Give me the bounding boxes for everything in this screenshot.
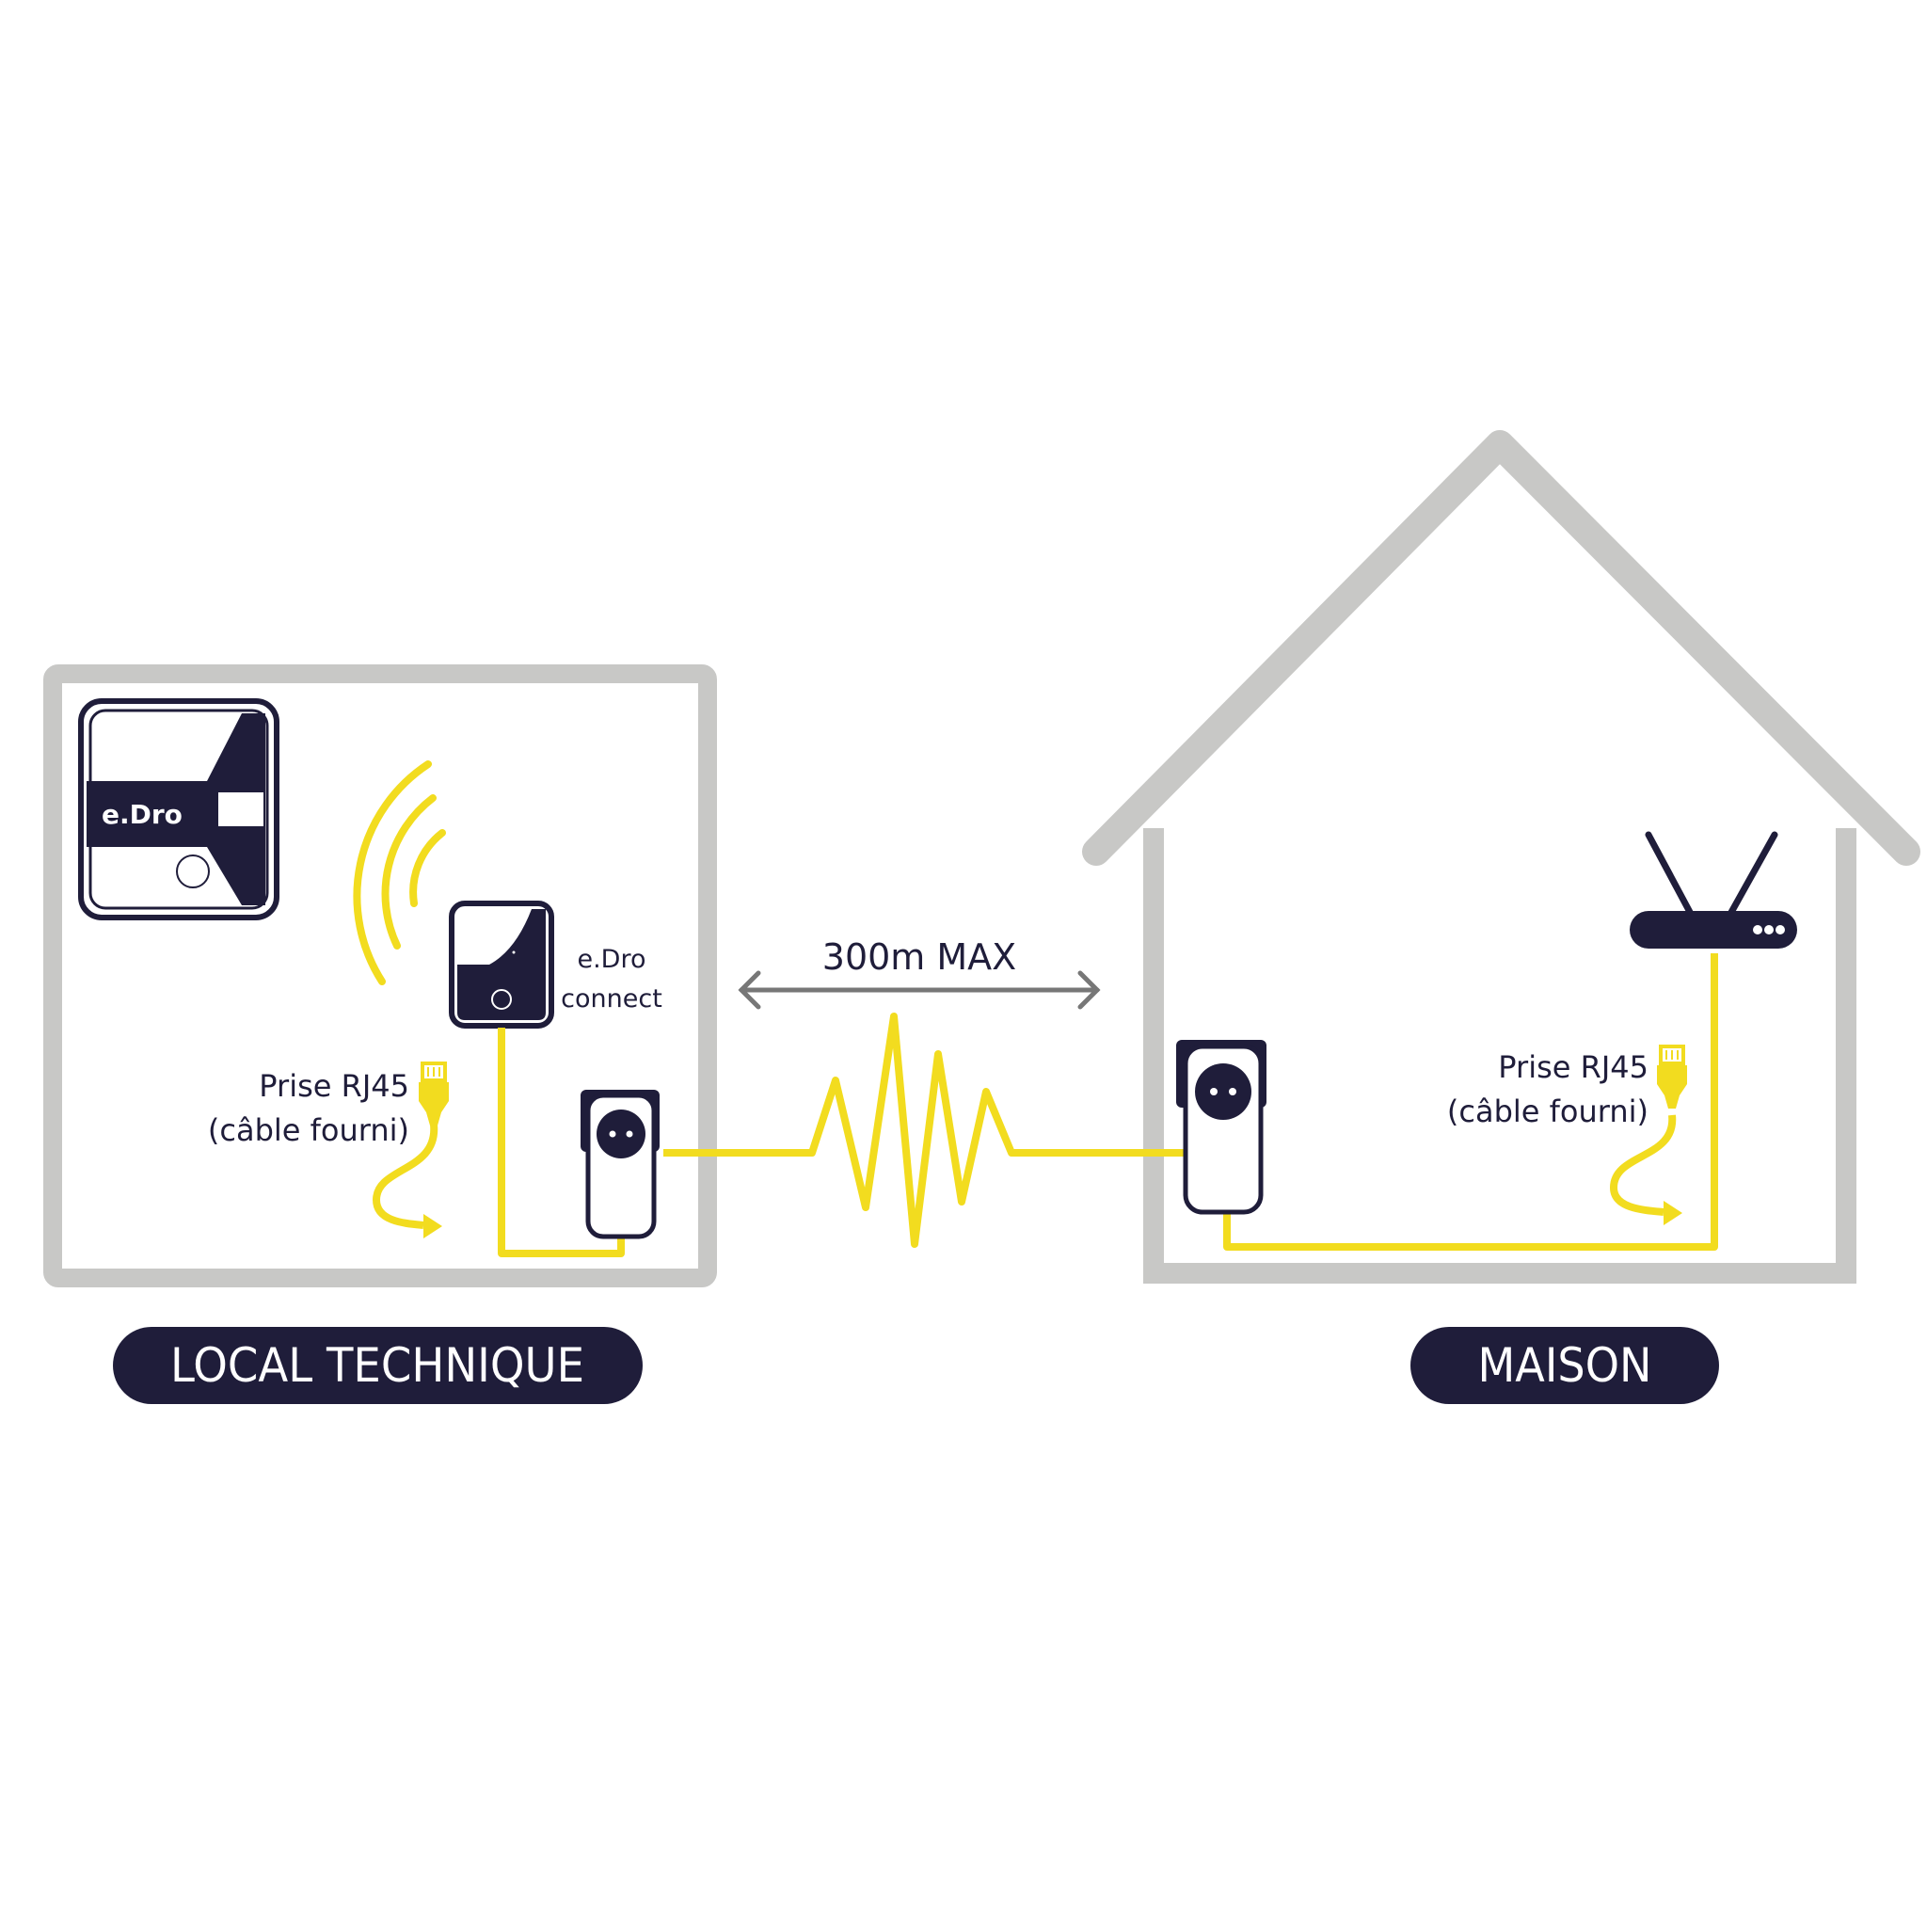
- maison-badge-label: MAISON: [1478, 1338, 1652, 1393]
- edro-button-icon: [176, 854, 210, 888]
- cable-connect-to-plc: [498, 1028, 625, 1257]
- rj45-left-arrow-icon: [423, 1214, 442, 1238]
- socket-left-icon: [597, 1110, 645, 1158]
- edro-connect-device: [449, 901, 554, 1029]
- socket-right-icon: [1195, 1063, 1251, 1120]
- edro-device: e.Dro: [78, 698, 279, 920]
- wifi-waves-icon: [353, 760, 446, 985]
- rj45-left-label-line1: Prise RJ45: [259, 1068, 409, 1104]
- rj45-left-cable: [373, 1124, 438, 1229]
- local-technique-badge: LOCAL TECHNIQUE: [113, 1327, 643, 1404]
- edro-connect-label-line1: e.Dro: [577, 945, 645, 974]
- rj45-left-label-line2: (câble fourni): [208, 1112, 409, 1148]
- rj45-plug-right-icon: [1657, 1045, 1687, 1109]
- maison-house: [1082, 430, 1920, 1284]
- rj45-right-cable: [1610, 1114, 1677, 1216]
- powerline-adapter-right: [1176, 1040, 1266, 1215]
- rj45-right-label-line1: Prise RJ45: [1498, 1049, 1648, 1085]
- maison-badge: MAISON: [1410, 1327, 1719, 1404]
- edro-device-label: e.Dro: [102, 799, 183, 830]
- router-icon: [1630, 831, 1797, 949]
- edro-connect-label-line2: connect: [561, 984, 662, 1014]
- rj45-right-label-line2: (câble fourni): [1447, 1094, 1648, 1129]
- local-technique-badge-label: LOCAL TECHNIQUE: [170, 1338, 584, 1393]
- powerline-signal: [663, 1013, 1190, 1248]
- powerline-adapter-left: [581, 1090, 660, 1239]
- cable-plc-to-router: [1223, 953, 1718, 1251]
- local-technique-room: [43, 664, 717, 1287]
- distance-arrow: [738, 970, 1101, 1010]
- rj45-right-arrow-icon: [1664, 1201, 1682, 1225]
- distance-label: 300m MAX: [822, 936, 1016, 978]
- rj45-plug-left-icon: [419, 1062, 449, 1126]
- edro-display-icon: [218, 792, 263, 826]
